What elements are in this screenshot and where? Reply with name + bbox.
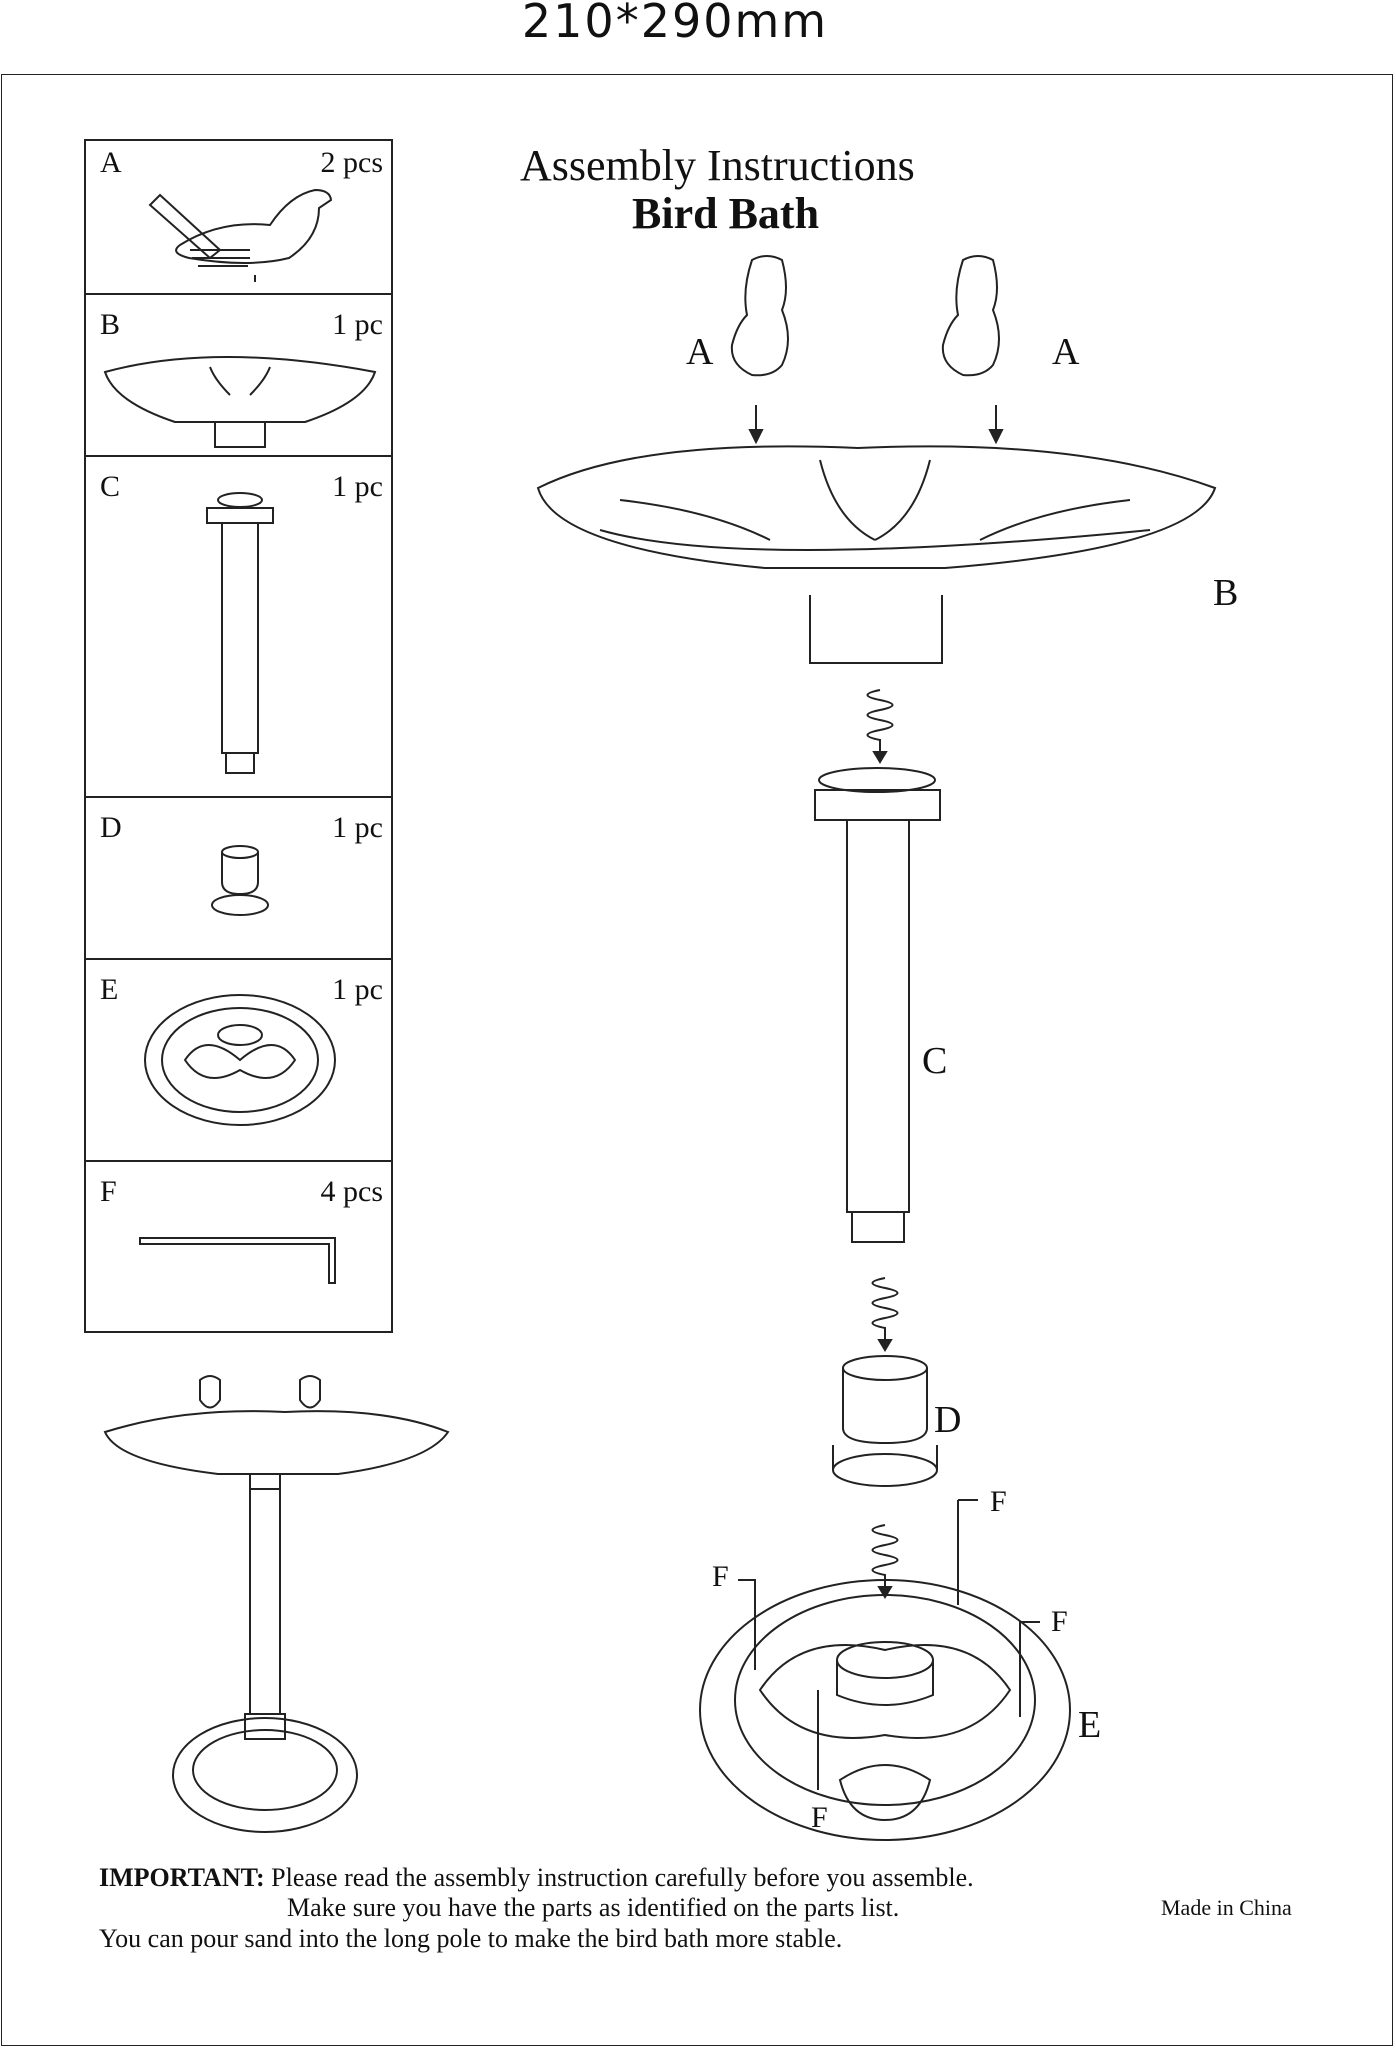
connector-d-diagram bbox=[832, 1355, 938, 1487]
part-e-base-icon bbox=[144, 994, 336, 1126]
part-qty: 1 pc bbox=[332, 308, 383, 341]
part-qty: 2 pcs bbox=[320, 146, 384, 179]
note-line-2: Make sure you have the parts as identifi… bbox=[287, 1893, 900, 1922]
label-c: C bbox=[922, 1040, 948, 1082]
label-f: F bbox=[811, 1801, 828, 1834]
label-f: F bbox=[1051, 1605, 1068, 1638]
spring-3-icon bbox=[871, 1524, 899, 1599]
label-e: E bbox=[1078, 1704, 1102, 1746]
bird-a-right-diagram bbox=[941, 255, 1004, 445]
bird-a-left-diagram bbox=[730, 255, 789, 445]
part-letter: D bbox=[100, 811, 122, 844]
sheet-size: 210*290mm bbox=[521, 0, 829, 48]
parts-table-grid bbox=[84, 139, 393, 1333]
part-f-pin-icon bbox=[139, 1237, 336, 1284]
page-title: Assembly Instructions bbox=[520, 141, 915, 190]
label-a-right: A bbox=[1052, 331, 1080, 373]
label-a-left: A bbox=[686, 331, 714, 373]
pins-f-diagram bbox=[738, 1499, 1040, 1790]
part-letter: C bbox=[100, 470, 121, 503]
part-d-connector-icon bbox=[211, 845, 269, 916]
spring-1-icon bbox=[866, 689, 894, 764]
base-e-diagram bbox=[699, 1579, 1071, 1841]
important-note: IMPORTANT: Please read the assembly inst… bbox=[99, 1863, 974, 1893]
page-frame bbox=[1, 74, 1393, 2046]
label-f: F bbox=[712, 1560, 729, 1593]
part-letter: A bbox=[100, 146, 122, 179]
part-letter: B bbox=[100, 308, 121, 341]
part-a-bird-icon bbox=[148, 188, 333, 282]
made-in-label: Made in China bbox=[1161, 1895, 1292, 1920]
part-qty: 1 pc bbox=[332, 973, 383, 1006]
note-line-1: Please read the assembly instruction car… bbox=[271, 1863, 974, 1892]
label-b: B bbox=[1213, 572, 1239, 614]
label-d: D bbox=[934, 1399, 962, 1441]
page-subtitle: Bird Bath bbox=[632, 189, 820, 238]
spring-2-icon bbox=[871, 1277, 899, 1352]
part-c-pole-icon bbox=[206, 492, 274, 774]
part-b-bowl-icon bbox=[103, 356, 377, 448]
part-qty: 1 pc bbox=[332, 811, 383, 844]
note-line-3: You can pour sand into the long pole to … bbox=[99, 1924, 843, 1953]
label-f: F bbox=[990, 1485, 1007, 1518]
part-letter: E bbox=[100, 973, 119, 1006]
part-letter: F bbox=[100, 1175, 117, 1208]
assembled-bird-bath-illustration bbox=[103, 1375, 450, 1833]
pole-c-diagram bbox=[814, 767, 941, 1243]
important-label: IMPORTANT: bbox=[99, 1863, 265, 1892]
part-qty: 4 pcs bbox=[320, 1175, 384, 1208]
part-qty: 1 pc bbox=[332, 470, 383, 503]
bowl-b-diagram bbox=[536, 445, 1217, 664]
